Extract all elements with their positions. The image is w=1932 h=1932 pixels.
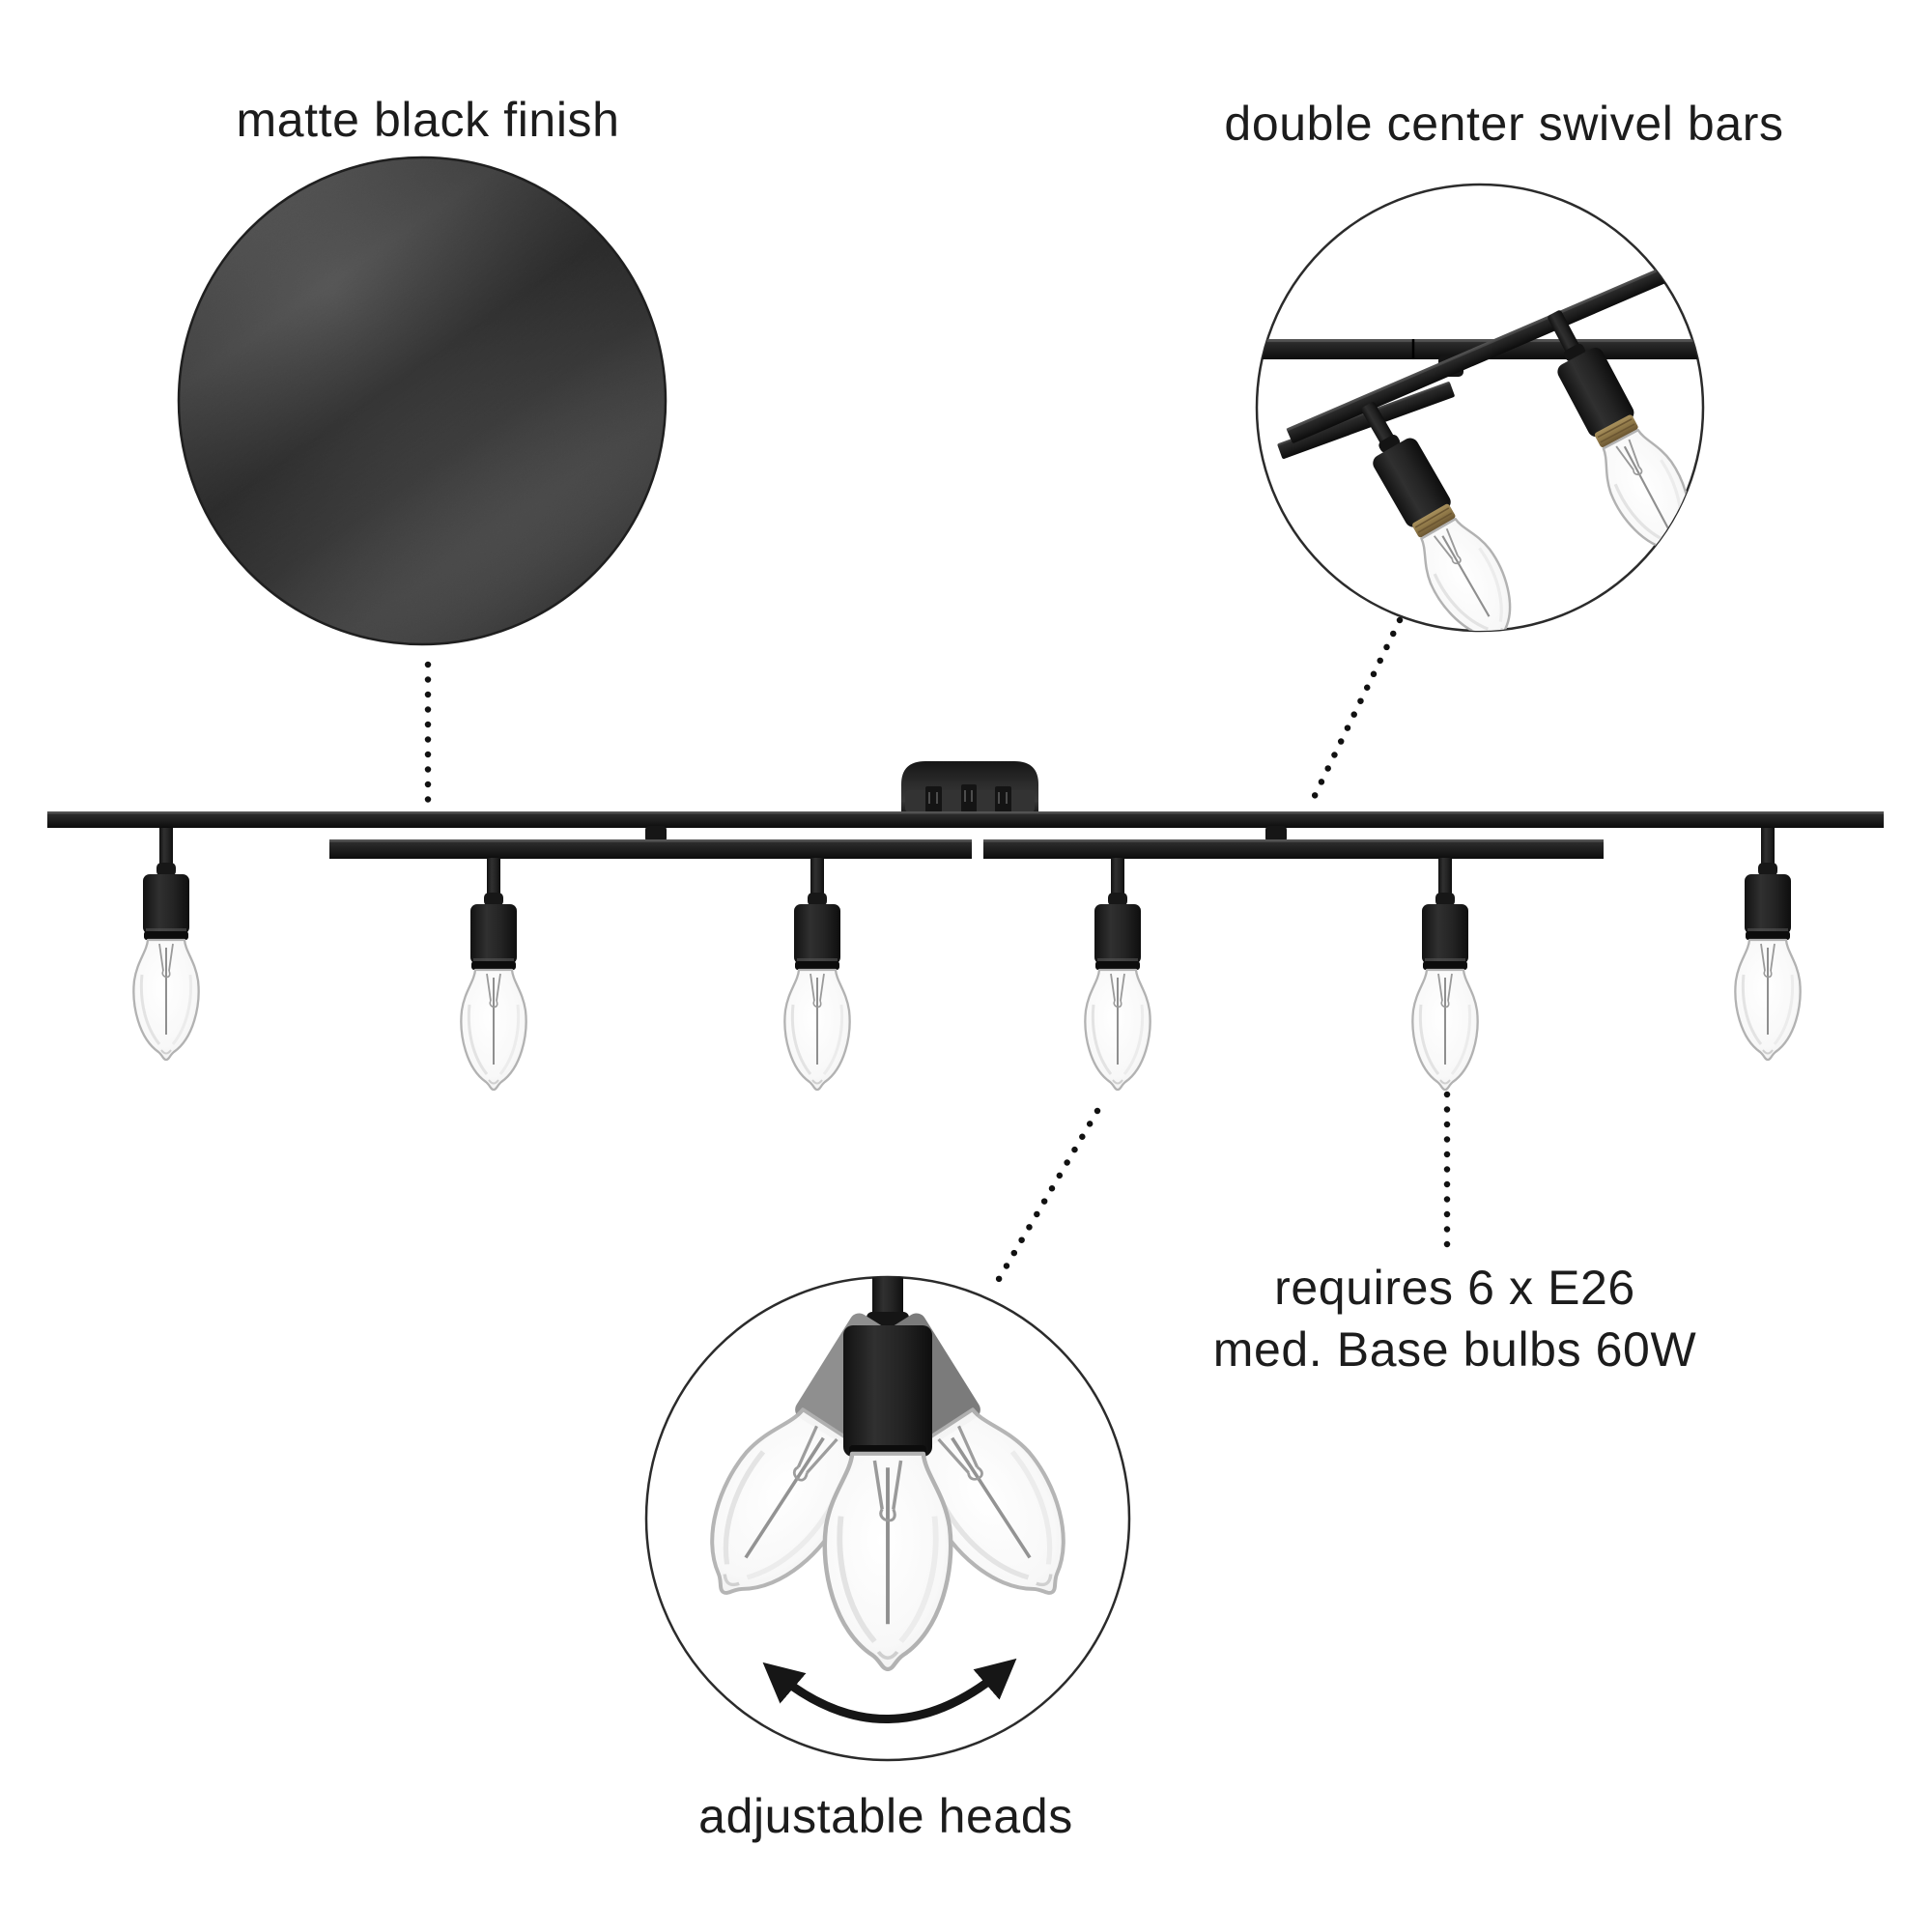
ceiling-canopy: [901, 761, 1038, 812]
label-swivel-bars: double center swivel bars: [1224, 97, 1784, 151]
main-track-bar: [47, 811, 1884, 828]
label-adjustable-heads: adjustable heads: [698, 1789, 1073, 1843]
edison-bulb-3: [784, 858, 849, 1090]
detail-circle-matte-finish: [177, 156, 668, 646]
detail-circle-adjustable-heads: [644, 1275, 1131, 1762]
edison-bulb-5: [1412, 858, 1477, 1090]
bulb-spec-line-1: requires 6 x E26: [1274, 1261, 1635, 1315]
edison-bulb-1: [133, 828, 198, 1060]
rotation-arrow-icon: [762, 1658, 1017, 1723]
right-swivel-pivot: [1265, 826, 1287, 842]
label-bulb-spec: requires 6 x E26 med. Base bulbs 60W: [1213, 1257, 1697, 1380]
callout-line-adjustable-heads: [988, 1107, 1101, 1294]
adjustable-head-stem: [867, 1277, 909, 1327]
right-swivel-bar: [983, 839, 1604, 859]
edison-bulb-6: [1735, 828, 1800, 1060]
track-light-fixture: [47, 761, 1884, 1090]
detail-swivel-bar-rear: [1277, 382, 1455, 459]
adjustable-head-socket: [843, 1325, 932, 1457]
canopy-mount-tabs: [925, 784, 1011, 812]
left-swivel-bar: [329, 839, 972, 859]
label-matte-finish: matte black finish: [236, 93, 620, 147]
edison-bulb-2: [461, 858, 526, 1090]
detail-circle-swivel-bars: [1255, 183, 1705, 633]
bulb-spec-line-2: med. Base bulbs 60W: [1212, 1322, 1697, 1377]
edison-bulb-4: [1085, 858, 1150, 1090]
callout-line-swivel-bars: [1307, 616, 1404, 808]
left-swivel-pivot: [645, 826, 667, 842]
